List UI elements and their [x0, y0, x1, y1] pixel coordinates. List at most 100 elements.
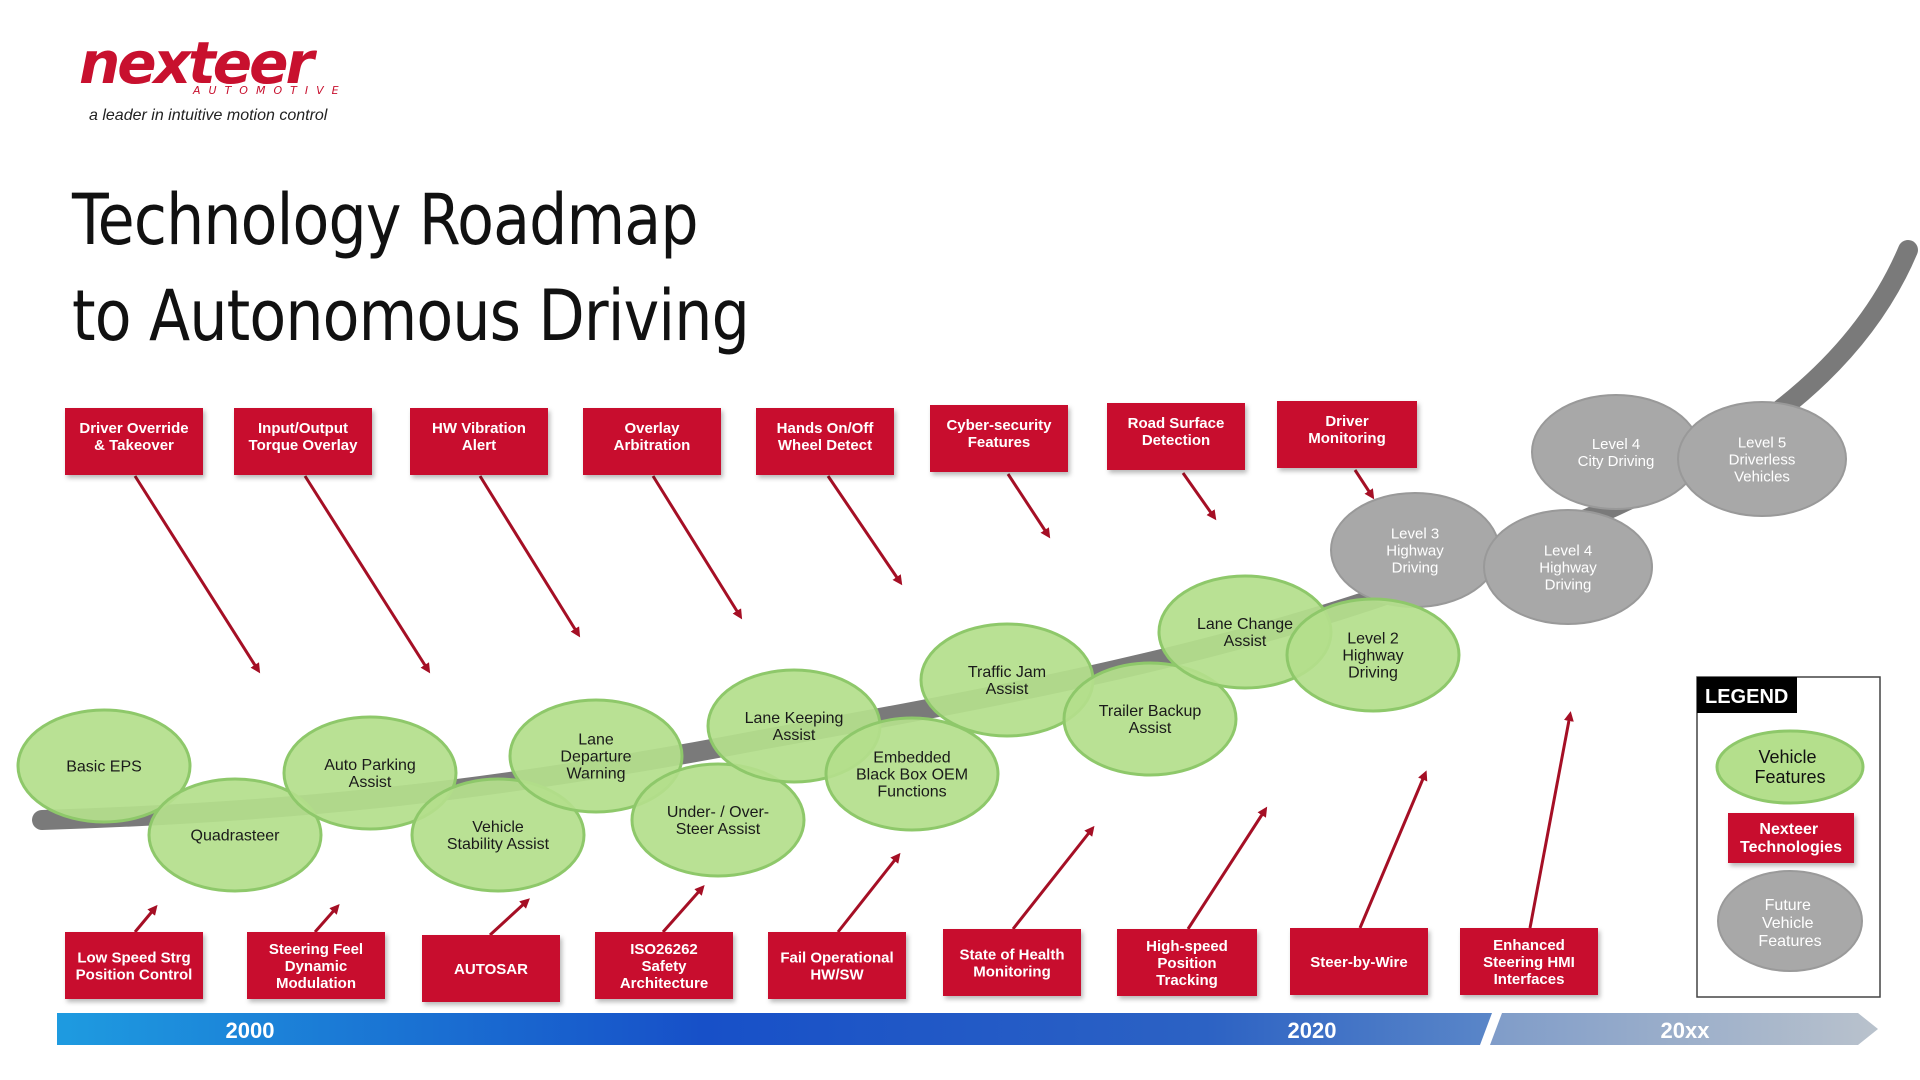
vehicle-feature-bubble [1285, 597, 1461, 713]
legend-title: LEGEND [1705, 686, 1788, 708]
timeline-bar: 2000 2020 20xx [57, 1013, 1878, 1045]
vehicle-feature-bubble [147, 777, 323, 893]
technology-box [65, 408, 203, 475]
technology-box [583, 408, 721, 475]
technology-box [595, 932, 733, 999]
legend-vehicle-swatch [1715, 729, 1865, 805]
tagline: a leader in intuitive motion control [89, 107, 328, 124]
future-feature-bubble [1677, 401, 1847, 517]
vehicle-feature-label: Quadrasteer [191, 828, 281, 845]
technology-box [768, 932, 906, 999]
technology-box [756, 408, 894, 475]
logo-subtext: AUTOMOTIVE [193, 84, 347, 97]
timeline-label-2020: 2020 [1288, 1018, 1337, 1043]
top-technology-driver-override-takeover: Driver Override& Takeover [65, 408, 203, 475]
nexteer-logo: nexteer AUTOMOTIVE a leader in intuitive… [75, 32, 395, 132]
vehicle-feature-bubble [508, 698, 684, 814]
vehicle-feature-basic-eps: Basic EPS [16, 708, 192, 824]
connector-arrow [1006, 473, 1051, 539]
connector-arrow [1011, 825, 1095, 930]
technology-box [422, 935, 560, 1002]
connector-arrow [478, 475, 581, 638]
connector-arrow [826, 475, 903, 586]
technology-box [234, 408, 372, 475]
connector-arrow [303, 475, 431, 674]
connector-arrow [1528, 711, 1574, 929]
timeline-segment-current [57, 1013, 1492, 1045]
connector-arrow [1181, 472, 1217, 521]
connector-arrows [133, 469, 1574, 937]
technology-box [247, 932, 385, 999]
future-feature-bubble [1483, 509, 1653, 625]
connector-arrow [836, 852, 901, 933]
technology-box [943, 929, 1081, 996]
connector-arrow [313, 903, 340, 933]
connector-arrow [133, 475, 261, 674]
vehicle-feature-bubble [282, 715, 458, 831]
page-title-line-1: Technology Roadmap [72, 179, 699, 261]
technology-box [410, 408, 548, 475]
technology-label: Steer-by-Wire [1310, 954, 1407, 971]
technology-label: AUTOSAR [454, 961, 528, 978]
connector-arrow [133, 904, 158, 933]
legend-vehicle-label: Vehicle Features [1754, 747, 1825, 787]
bottom-technology-autosar: AUTOSAR [422, 935, 560, 1002]
vehicle-feature-bubble [630, 762, 806, 878]
technology-box [1460, 928, 1598, 995]
technology-box [1290, 928, 1428, 995]
vehicle-feature-label: Under- / Over-Steer Assist [667, 804, 769, 838]
technology-box [1107, 403, 1245, 470]
connector-arrow [1358, 770, 1428, 929]
timeline-segment-future [1490, 1013, 1878, 1045]
connector-arrow [1353, 469, 1375, 500]
connector-arrow [661, 885, 705, 933]
